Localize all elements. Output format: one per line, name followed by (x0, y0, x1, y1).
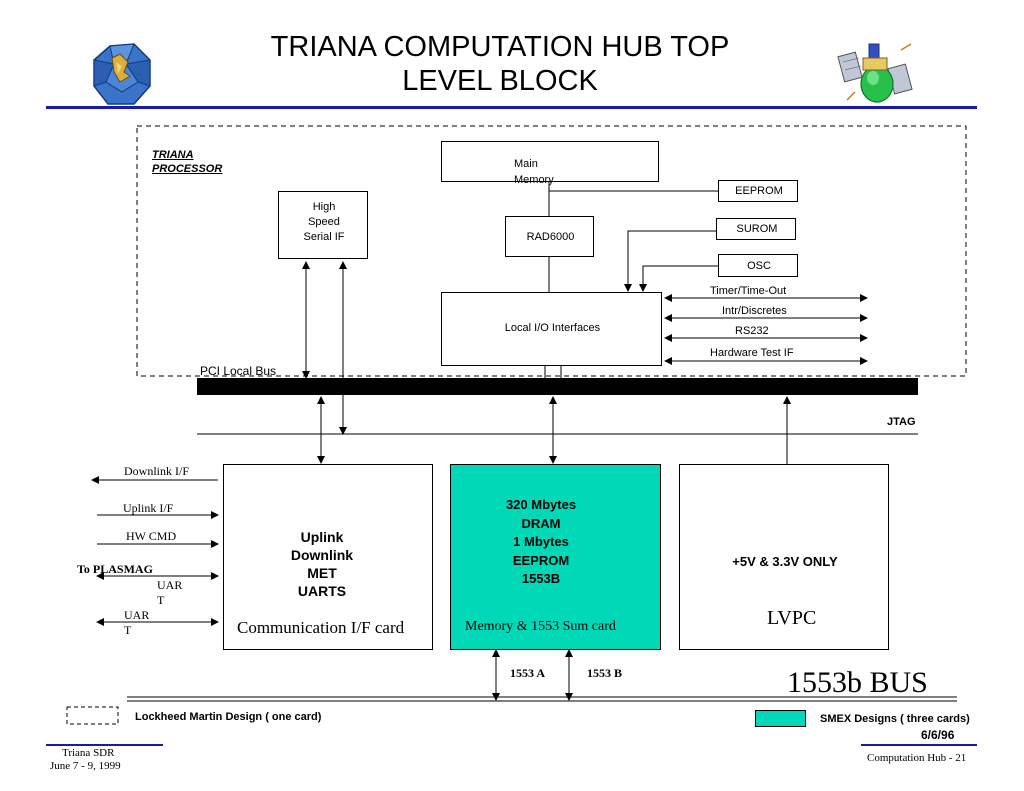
high-speed-serial-label: High Speed Serial IF (303, 201, 345, 243)
lvpc-card: +5V & 3.3V ONLY LVPC (679, 464, 889, 650)
satellite-icon (835, 40, 915, 106)
local-io-block: Local I/O Interfaces (441, 292, 662, 366)
smex-legend-label: SMEX Designs ( three cards) (820, 713, 970, 725)
hardware-test-signal-label: Hardware Test IF (710, 347, 794, 359)
to-plasmag-label: To PLASMAG (77, 562, 153, 576)
downlink-label: Downlink I/F (124, 464, 190, 478)
pci-bus-label: PCI Local Bus (200, 364, 277, 378)
uart-label-2: UAR T (124, 608, 150, 637)
osc-label: OSC (747, 260, 771, 272)
rad6000-block: RAD6000 (505, 216, 594, 257)
uplink-label: Uplink I/F (123, 501, 174, 515)
high-speed-serial-block: High Speed Serial IF (278, 191, 368, 259)
surom-block: SUROM (716, 218, 796, 240)
hw-cmd-label: HW CMD (126, 529, 177, 543)
footer-left-line1: Triana SDR (62, 747, 115, 759)
osc-block: OSC (718, 254, 798, 277)
local-io-label: Local I/O Interfaces (504, 322, 601, 334)
lvpc-card-body: +5V & 3.3V ONLY (732, 554, 838, 569)
uart-label-1: UAR T (157, 578, 183, 607)
intr-signal-label: Intr/Discretes (722, 305, 787, 317)
memory-card-caption: Memory & 1553 Sum card (465, 619, 616, 634)
eeprom-block: EEPROM (718, 180, 798, 202)
processor-label: TRIANA PROCESSOR (152, 149, 223, 175)
lockheed-legend-label: Lockheed Martin Design ( one card) (135, 711, 322, 723)
rad6000-label: RAD6000 (526, 231, 575, 243)
rs232-signal-label: RS232 (735, 325, 769, 337)
communication-card: Uplink Downlink MET UARTS Communication … (223, 464, 433, 650)
bus-a-label: 1553 A (510, 666, 546, 680)
eeprom-label: EEPROM (735, 185, 783, 197)
page-title: TRIANA COMPUTATION HUB TOP LEVEL BLOCK (270, 31, 730, 97)
main-memory-label: Main Memory (514, 158, 554, 186)
earth-polyhedron-logo (90, 42, 154, 106)
footer-left-line2: June 7 - 9, 1999 (50, 760, 121, 772)
title-rule (46, 106, 977, 109)
smex-legend-swatch (755, 710, 806, 727)
communication-card-body: Uplink Downlink MET UARTS (290, 529, 354, 599)
timer-signal-label: Timer/Time-Out (710, 285, 787, 297)
lvpc-card-caption: LVPC (767, 607, 817, 629)
surom-label: SUROM (736, 223, 778, 235)
memory-card: 320 Mbytes DRAM 1 Mbytes EEPROM 1553B Me… (450, 464, 661, 650)
bus-1553b-label: 1553b BUS (787, 666, 928, 699)
bus-b-label: 1553 B (587, 666, 623, 680)
main-memory-block: Main Memory (441, 141, 659, 186)
communication-card-caption: Communication I/F card (237, 618, 405, 637)
date-stamp: 6/6/96 (921, 728, 955, 742)
memory-card-body: 320 Mbytes DRAM 1 Mbytes EEPROM 1553B (505, 497, 577, 586)
jtag-label: JTAG (887, 416, 916, 428)
footer-right: Computation Hub - 21 (867, 752, 967, 764)
